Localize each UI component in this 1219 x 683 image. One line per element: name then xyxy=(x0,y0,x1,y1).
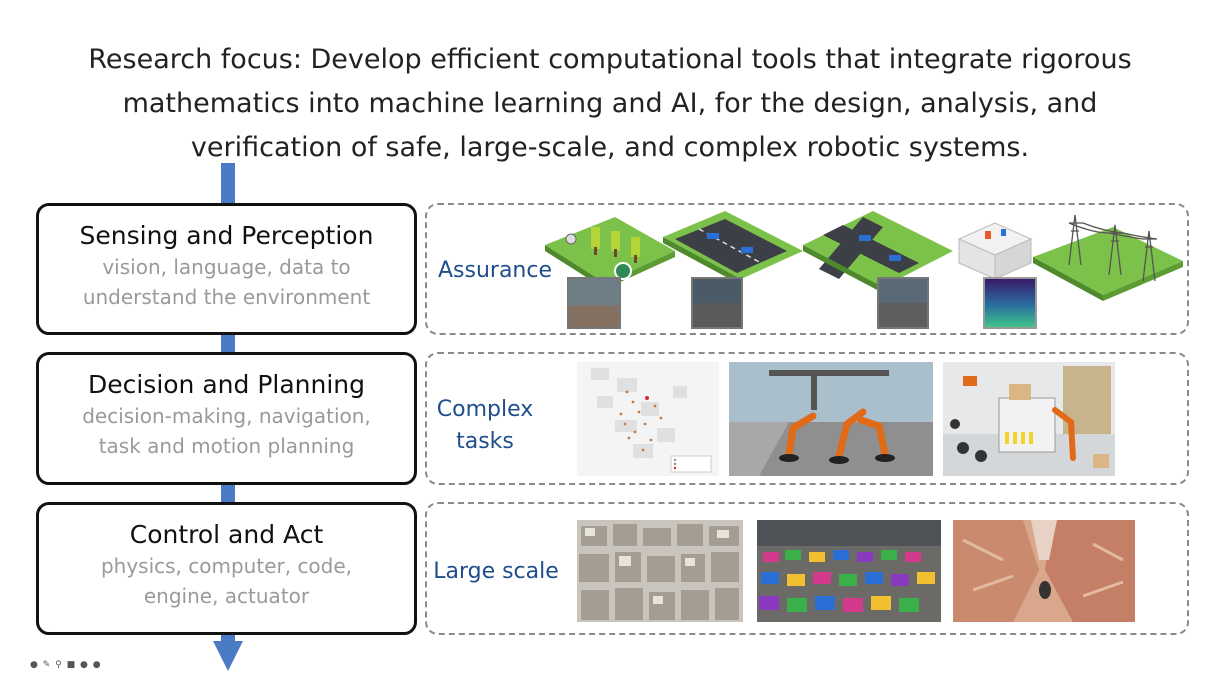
city-blocks-image xyxy=(577,520,743,622)
headline-line-1: Research focus: Develop efficient comput… xyxy=(88,44,1132,75)
slide-navigation-icons[interactable]: ● ✎ ⚲ ■ ● ● xyxy=(30,660,102,670)
search-icon[interactable]: ⚲ xyxy=(55,660,63,670)
camera-view-thumbnail xyxy=(877,277,929,329)
robot-arms-image xyxy=(729,362,933,476)
navigation-map-image xyxy=(577,362,719,476)
panel-assurance: Assurance xyxy=(425,203,1189,335)
pen-icon[interactable]: ✎ xyxy=(42,660,52,670)
panel-large-scale: Large scale xyxy=(425,502,1189,635)
stage-sensing-perception: Sensing and Perception vision, language,… xyxy=(36,203,417,335)
research-focus-headline: Research focus: Develop efficient comput… xyxy=(40,38,1180,170)
stage-title: Sensing and Perception xyxy=(79,221,374,250)
panel-complex-tasks: Complex tasks xyxy=(425,352,1189,485)
depth-view-thumbnail xyxy=(983,277,1037,329)
camera-view-thumbnail xyxy=(691,277,743,329)
headline-line-2: mathematics into machine learning and AI… xyxy=(122,88,1098,119)
grid-icon[interactable]: ■ xyxy=(66,660,77,670)
warehouse-grid-image xyxy=(757,520,941,622)
stage-decision-planning: Decision and Planning decision-making, n… xyxy=(36,352,417,485)
panel-label: Assurance xyxy=(437,258,553,283)
power-line-scene xyxy=(1033,214,1183,301)
intersection-scene xyxy=(803,211,953,293)
stage-title: Control and Act xyxy=(129,520,324,549)
stage-title: Decision and Planning xyxy=(87,370,366,399)
highway-scene xyxy=(663,211,803,285)
warehouse-packing-image xyxy=(943,362,1115,476)
camera-view-thumbnail xyxy=(567,277,621,329)
panel-label: Large scale xyxy=(433,559,559,584)
stage-subtitle: decision-making, navigation, xyxy=(82,404,371,428)
lab-bench-scene xyxy=(957,222,1033,280)
menu-icon[interactable]: ● xyxy=(80,660,89,670)
stage-subtitle: task and motion planning xyxy=(98,434,355,458)
stage-subtitle: vision, language, data to xyxy=(102,255,351,279)
stage-subtitle: physics, computer, code, xyxy=(100,554,353,578)
headline-line-3: verification of safe, large-scale, and c… xyxy=(190,132,1030,163)
canyon-flight-image xyxy=(953,520,1135,622)
panel-label: Complex tasks xyxy=(436,397,534,454)
play-icon[interactable]: ● xyxy=(30,660,39,670)
more-icon[interactable]: ● xyxy=(92,660,102,670)
stage-subtitle: understand the environment xyxy=(82,285,371,309)
stage-control-act: Control and Act physics, computer, code,… xyxy=(36,502,417,635)
stage-subtitle: engine, actuator xyxy=(143,584,310,608)
